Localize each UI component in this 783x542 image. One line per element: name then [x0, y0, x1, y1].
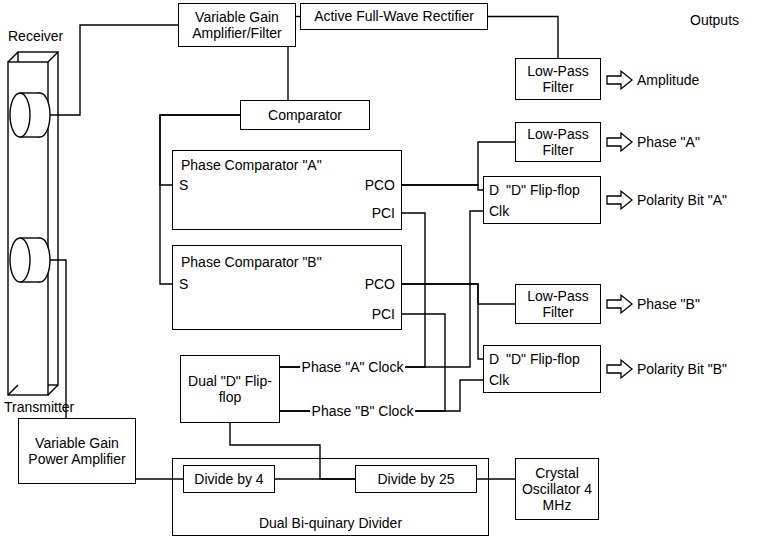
housing-edge: [8, 52, 18, 62]
pin-name: S: [179, 276, 188, 292]
output-arrow: [607, 360, 632, 378]
power-amplifier-box: Variable Gain Power Amplifier: [18, 418, 136, 484]
part-name: Receiver: [8, 28, 63, 44]
amplifier-box: Variable Gain Amplifier/Filter: [178, 3, 296, 47]
box-label: Comparator: [268, 107, 342, 123]
output-arrows: [607, 71, 632, 378]
filter-box: Low-Pass Filter: [515, 284, 601, 324]
receiver-wire: [50, 25, 178, 115]
output-name: Phase "A": [637, 134, 700, 150]
box-title: Dual Bi-quinary Divider: [173, 515, 488, 531]
pin-name: Clk: [489, 372, 509, 388]
box-label: Low-Pass Filter: [521, 288, 595, 320]
box-label: Crystal Oscillator 4 MHz: [521, 465, 593, 513]
box-title: Phase Comparator "B": [181, 254, 322, 270]
signal-wire: [402, 284, 515, 304]
pin-name: PCO: [365, 276, 395, 292]
phase-comparator-box: Phase Comparator "B" S PCO PCI: [172, 245, 402, 330]
flip-flop-box: "D" Flip-flop D Clk: [483, 345, 601, 393]
box-label: Variable Gain Amplifier/Filter: [184, 9, 290, 41]
housing-edge: [48, 52, 58, 62]
part-name: Transmitter: [4, 399, 74, 415]
box-label: Divide by 25: [377, 471, 454, 487]
signal-wire: [488, 17, 558, 59]
output-arrow: [607, 71, 632, 89]
cylinder-face: [10, 238, 30, 282]
signal-wire: [136, 478, 183, 479]
pin-name: D: [489, 351, 499, 367]
output-name: Polarity Bit "A": [637, 192, 727, 208]
output-arrow: [607, 133, 632, 151]
flip-flop-box: Dual "D" Flip-flop: [180, 355, 280, 423]
box-label: Variable Gain Power Amplifier: [24, 435, 130, 467]
signal-wire: [477, 478, 515, 479]
signal-name: Phase "B" Clock: [310, 403, 416, 419]
output-name: Amplitude: [637, 72, 699, 88]
receiver-cylinder: [10, 93, 50, 137]
phase-comparator-box: Phase Comparator "A" S PCO PCI: [172, 150, 402, 230]
box-label: Dual "D" Flip-flop: [186, 373, 274, 405]
signal-wire: [402, 185, 483, 190]
filter-box: Low-Pass Filter: [515, 122, 601, 162]
filter-box: Low-Pass Filter: [515, 58, 601, 100]
signal-wire: [280, 211, 483, 367]
signal-wire: [402, 142, 515, 185]
transmitter-cylinder: [10, 238, 50, 282]
flip-flop-box: "D" Flip-flop D Clk: [483, 176, 601, 224]
housing-edge: [48, 385, 58, 395]
pin-name: D: [489, 182, 499, 198]
box-label: Low-Pass Filter: [521, 126, 595, 158]
output-arrow: [607, 295, 632, 313]
heading: Outputs: [690, 12, 739, 28]
oscillator-box: Crystal Oscillator 4 MHz: [515, 458, 599, 520]
rectifier-box: Active Full-Wave Rectifier: [300, 3, 488, 30]
housing-edge: [8, 385, 18, 395]
box-title: "D" Flip-flop: [506, 351, 580, 367]
comparator-box: Comparator: [240, 100, 370, 130]
box-title: "D" Flip-flop: [506, 182, 580, 198]
signal-name: Phase "A" Clock: [300, 359, 406, 375]
pin-name: S: [179, 177, 188, 193]
transducer-housing: [8, 52, 58, 395]
signal-wire: [402, 284, 483, 359]
output-name: Phase "B": [637, 296, 700, 312]
signal-wire: [280, 213, 425, 367]
pin-name: Clk: [489, 203, 509, 219]
pin-name: PCI: [372, 205, 395, 221]
signal-wire: [280, 314, 445, 411]
transmitter-wire: [50, 260, 66, 418]
cylinder-face: [10, 93, 30, 137]
signal-wire: [275, 478, 355, 479]
divider-box: Dual Bi-quinary Divider Divide by 4 Divide…: [172, 458, 489, 536]
signal-wire: [287, 47, 288, 100]
divider-stage-box: Divide by 4: [183, 465, 275, 493]
box-label: Divide by 4: [194, 471, 263, 487]
box-label: Active Full-Wave Rectifier: [314, 8, 474, 24]
pin-name: PCI: [372, 306, 395, 322]
box-title: Phase Comparator "A": [181, 157, 322, 173]
signal-wire: [230, 423, 355, 479]
pin-name: PCO: [365, 177, 395, 193]
box-label: Low-Pass Filter: [521, 63, 595, 95]
output-arrow: [607, 191, 632, 209]
transducer-wires: [50, 25, 178, 418]
output-name: Polarity Bit "B": [637, 361, 727, 377]
divider-stage-box: Divide by 25: [355, 465, 477, 493]
